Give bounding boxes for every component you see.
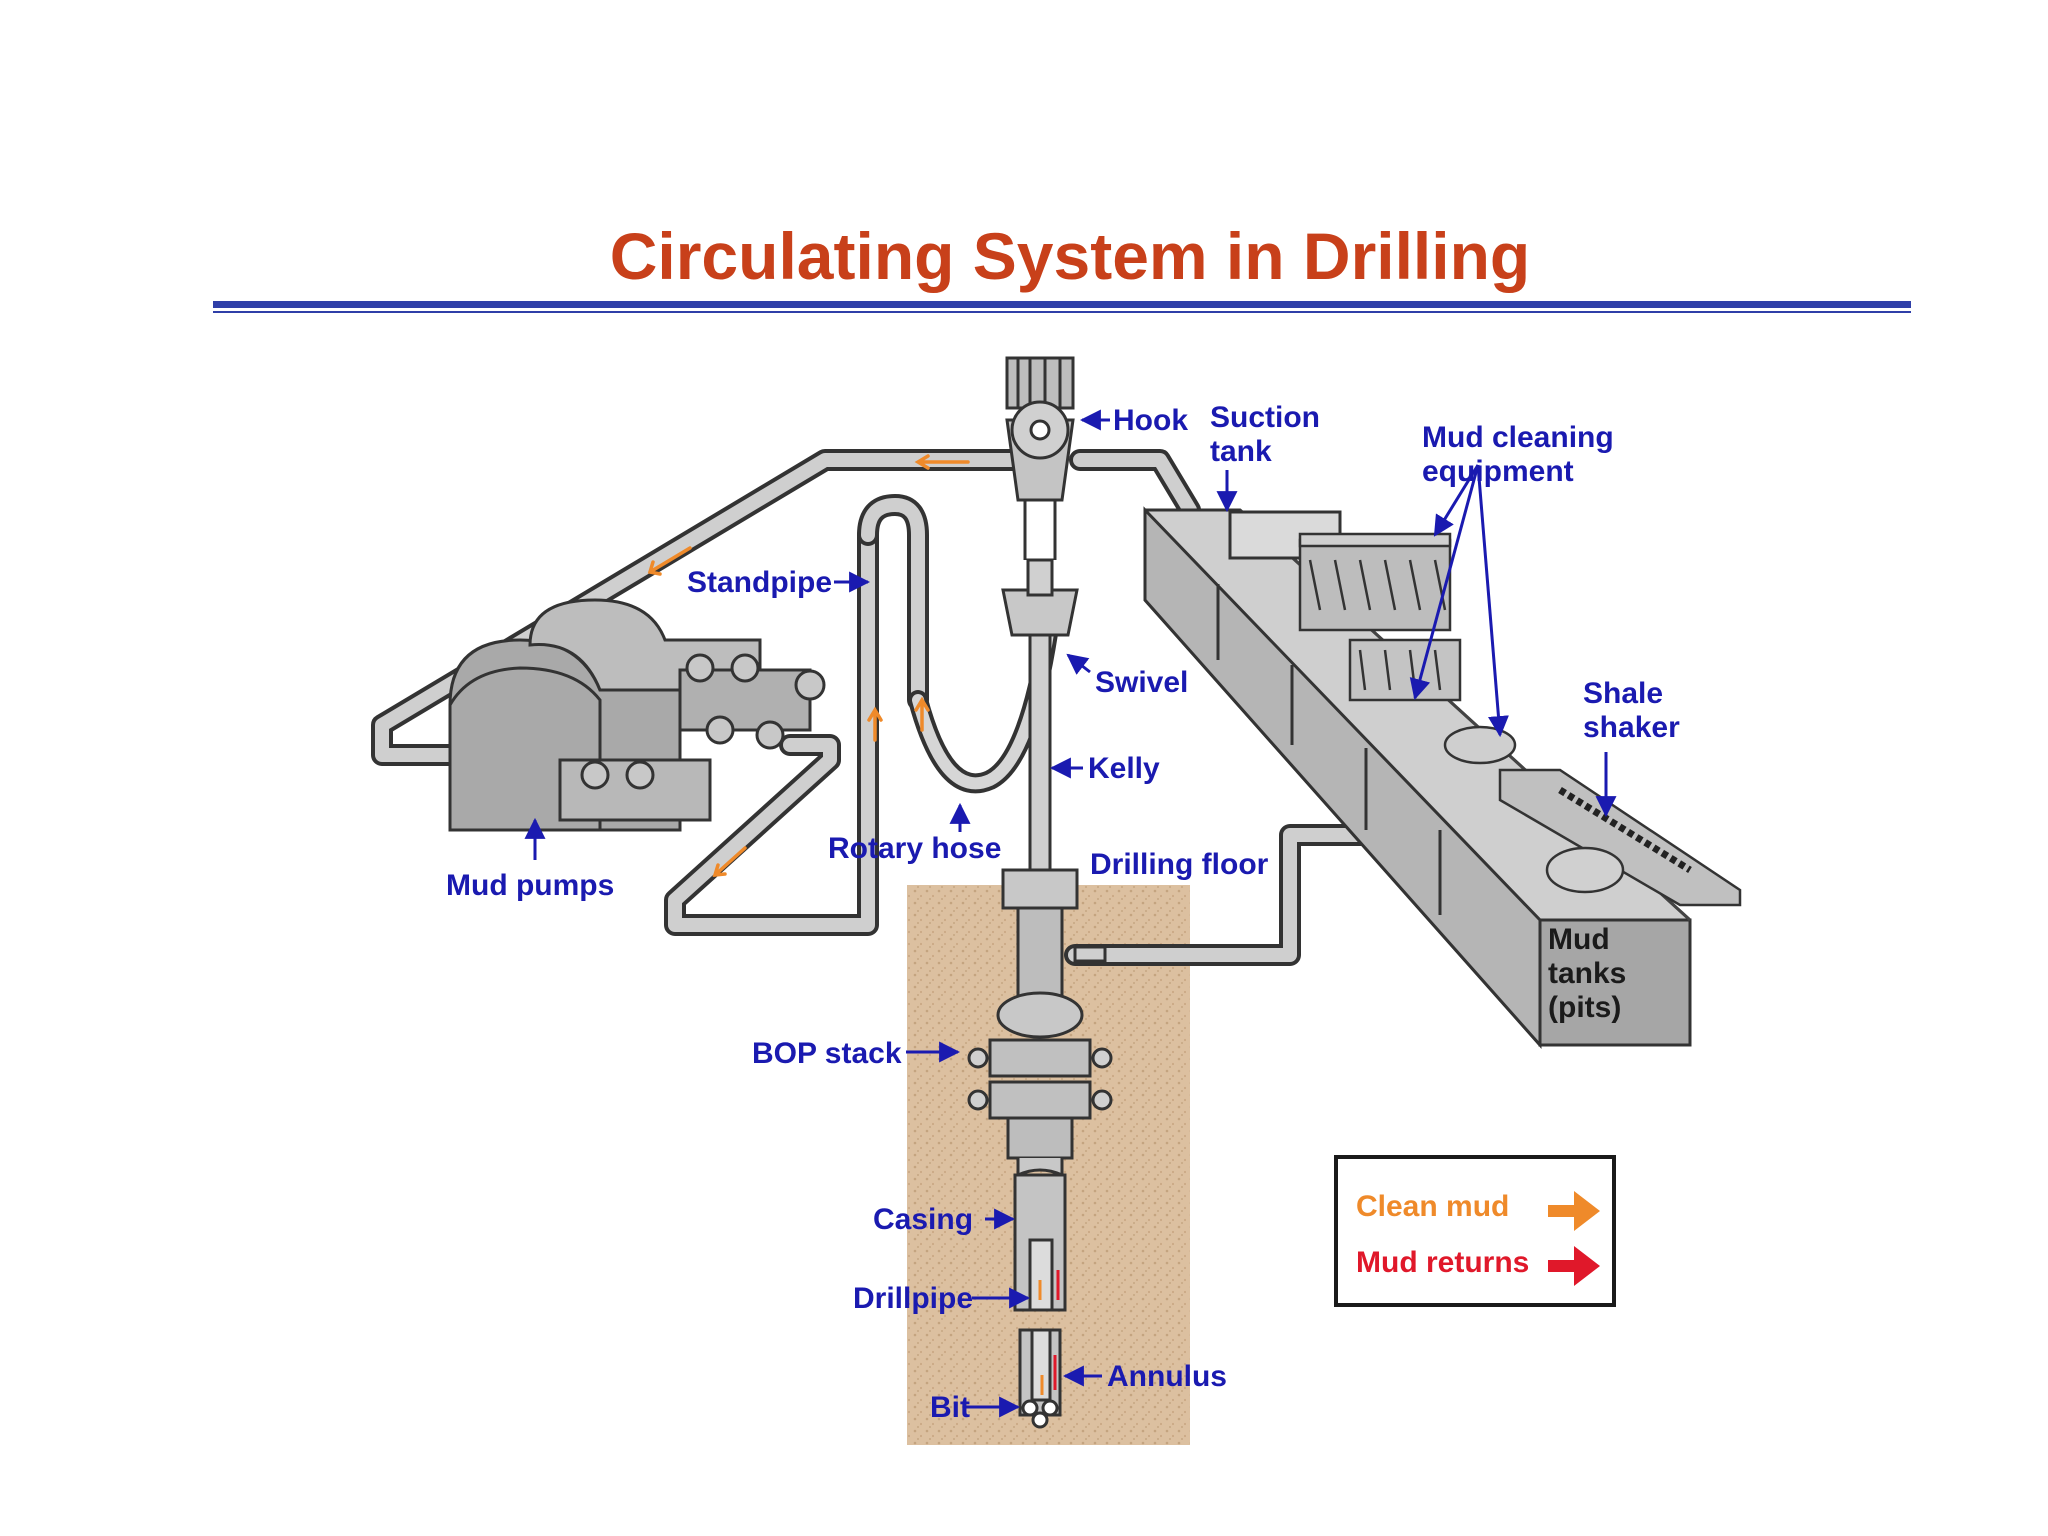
legend-mud-returns-arrow bbox=[1548, 1246, 1600, 1286]
label-casing: Casing bbox=[873, 1203, 973, 1236]
mud-pumps bbox=[448, 598, 826, 832]
label-drillpipe: Drillpipe bbox=[853, 1282, 973, 1315]
label-mud-tanks-2: tanks bbox=[1548, 957, 1626, 990]
label-annulus: Annulus bbox=[1107, 1360, 1227, 1393]
label-mud-tanks-3: (pits) bbox=[1548, 991, 1621, 1024]
label-suction-tank-1: Suction bbox=[1210, 401, 1320, 434]
downhole-flow bbox=[1038, 1270, 1060, 1395]
label-hook: Hook bbox=[1113, 404, 1188, 437]
mud-cleaning-equipment bbox=[1298, 532, 1517, 765]
legend-clean-mud-arrow bbox=[1548, 1191, 1600, 1231]
title-rule-thin bbox=[213, 311, 1911, 313]
label-mud-pumps: Mud pumps bbox=[446, 869, 614, 902]
label-drilling-floor: Drilling floor bbox=[1090, 848, 1269, 881]
slide-title: Circulating System in Drilling bbox=[609, 219, 1531, 293]
downhole-string bbox=[1013, 1173, 1067, 1429]
title-rule bbox=[213, 301, 1911, 308]
label-bop-stack: BOP stack bbox=[752, 1037, 902, 1070]
label-mud-cleaning-1: Mud cleaning bbox=[1422, 421, 1614, 454]
label-bit: Bit bbox=[930, 1391, 970, 1424]
label-shale-shaker-1: Shale bbox=[1583, 677, 1663, 710]
hoisting-assembly bbox=[1001, 356, 1079, 887]
label-swivel: Swivel bbox=[1095, 666, 1188, 699]
legend-mud-returns-label: Mud returns bbox=[1356, 1246, 1529, 1279]
label-kelly: Kelly bbox=[1088, 752, 1160, 785]
legend-clean-mud-label: Clean mud bbox=[1356, 1190, 1509, 1223]
label-pointers bbox=[524, 409, 1617, 1418]
label-mud-cleaning-2: equipment bbox=[1422, 455, 1574, 488]
label-rotary-hose: Rotary hose bbox=[828, 832, 1001, 865]
label-shale-shaker-2: shaker bbox=[1583, 711, 1680, 744]
label-mud-tanks-1: Mud bbox=[1548, 923, 1610, 956]
shale-shaker bbox=[1498, 768, 1742, 907]
wellhead-bop bbox=[967, 868, 1113, 1178]
legend: Clean mud Mud returns bbox=[1334, 1155, 1616, 1307]
label-suction-tank-2: tank bbox=[1210, 435, 1272, 468]
label-standpipe: Standpipe bbox=[687, 566, 832, 599]
